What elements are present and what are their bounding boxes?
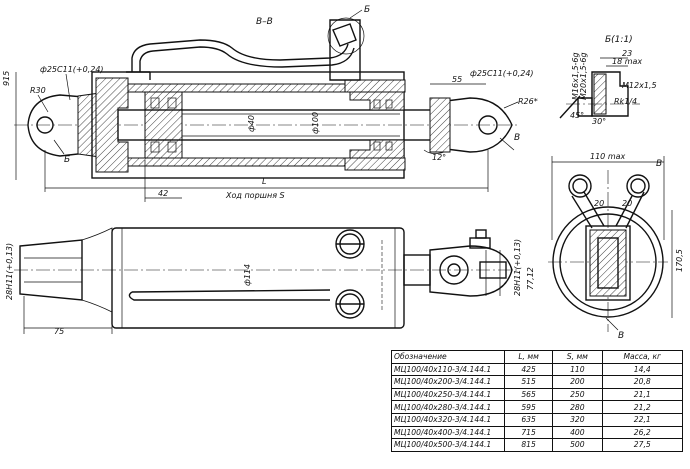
cell-mass: 21,2 xyxy=(601,400,683,414)
callout-b-label: Б xyxy=(364,5,370,15)
section-dimensions: 915 R30 ф25С11(+0,24) Б ф40 ф100 55 ф25С… xyxy=(2,65,538,202)
table-row: МЦ100/40х280-3/4.144.1 595 280 21,2 xyxy=(391,400,683,414)
cell-length: 815 xyxy=(503,438,554,452)
dim-r26: R26* xyxy=(518,97,538,106)
front-clevis xyxy=(429,229,513,297)
section-letter-front: В xyxy=(514,133,520,143)
cell-length: 715 xyxy=(503,425,554,440)
table-row: МЦ100/40х500-3/4.144.1 815 500 27,5 xyxy=(391,438,683,452)
rear-clevis xyxy=(19,239,83,301)
dim-dia100: ф100 xyxy=(311,112,320,134)
dim-12deg: 12° xyxy=(432,153,446,162)
cell-mass: 22,1 xyxy=(601,412,683,427)
det-45: 45° xyxy=(570,111,584,120)
det-rk: Rk1/4 xyxy=(614,97,637,106)
cell-length: 425 xyxy=(503,362,554,377)
dim-20a: 20 xyxy=(594,199,604,208)
cell-stroke: 110 xyxy=(552,362,603,377)
dim-915: 915 xyxy=(2,71,11,86)
front-view: ф114 28Н11(+0,13) 28Н11(+0,13) 77,12 75 xyxy=(5,227,535,336)
table-row: МЦ100/40х250-3/4.144.1 565 250 21,1 xyxy=(391,387,683,402)
dim-55: 55 xyxy=(452,75,462,84)
cell-length: 515 xyxy=(503,375,554,389)
dim-28-left: 28Н11(+0,13) xyxy=(5,243,14,300)
det-23: 23 xyxy=(622,49,632,58)
dim-dia40: ф40 xyxy=(247,115,256,132)
side-view: 110 max В 20 20 170,5 В xyxy=(548,152,684,341)
section-title: В–В xyxy=(256,17,273,27)
col-designation: Обозначение xyxy=(391,350,505,364)
det-18max: 18 max xyxy=(612,57,642,66)
table-header-row: Обозначение L, мм S, мм Масса, кг xyxy=(391,350,683,364)
front-eye: В xyxy=(429,97,520,153)
table-row: МЦ100/40х320-3/4.144.1 635 320 22,1 xyxy=(391,412,683,427)
cell-designation: МЦ100/40х320-3/4.144.1 xyxy=(391,412,505,427)
cell-stroke: 400 xyxy=(552,425,603,440)
dim-dia114: ф114 xyxy=(243,264,252,286)
det-m12: М12х1,5 xyxy=(622,81,657,90)
section-view: В–В xyxy=(2,5,538,202)
cell-mass: 26,2 xyxy=(601,425,683,440)
front-fittings xyxy=(335,229,383,319)
dim-75: 75 xyxy=(54,327,64,336)
cell-mass: 27,5 xyxy=(601,438,683,452)
oil-pipe xyxy=(126,39,355,80)
cell-designation: МЦ100/40х500-3/4.144.1 xyxy=(391,438,505,452)
dim-stroke: Ход поршня S xyxy=(225,191,285,200)
cell-stroke: 500 xyxy=(552,438,603,452)
cylinder-barrel xyxy=(91,71,439,179)
dim-77: 77,12 xyxy=(526,267,535,290)
table-row: МЦ100/40х200-3/4.144.1 515 200 20,8 xyxy=(391,375,683,389)
cell-stroke: 280 xyxy=(552,400,603,414)
col-mass: Масса, кг xyxy=(601,350,683,364)
cell-designation: МЦ100/40х200-3/4.144.1 xyxy=(391,375,505,389)
cell-mass: 20,8 xyxy=(601,375,683,389)
det-m16: М16х1,5-6g xyxy=(571,52,580,100)
col-stroke: S, мм xyxy=(552,350,603,364)
detail-title: Б(1:1) xyxy=(605,35,633,45)
callout-b-rear: Б xyxy=(64,155,70,165)
cell-length: 595 xyxy=(503,400,554,414)
dim-dia25-right: ф25С11(+0,24) xyxy=(470,69,534,78)
table-row: МЦ100/40х110-3/4.144.1 425 110 14,4 xyxy=(391,362,683,377)
table-row: МЦ100/40х400-3/4.144.1 715 400 26,2 xyxy=(391,425,683,440)
dim-110max: 110 max xyxy=(590,152,626,161)
det-30: 30° xyxy=(592,117,606,126)
cell-length: 565 xyxy=(503,387,554,402)
section-letter-top: В xyxy=(656,159,662,169)
section-letter-bottom: В xyxy=(618,331,624,341)
cell-designation: МЦ100/40х280-3/4.144.1 xyxy=(391,400,505,414)
dim-dia25-left: ф25С11(+0,24) xyxy=(40,65,104,74)
dim-20b: 20 xyxy=(622,199,632,208)
det-m20: М20х1,5-6g xyxy=(579,52,588,100)
cell-mass: 21,1 xyxy=(601,387,683,402)
cell-designation: МЦ100/40х400-3/4.144.1 xyxy=(391,425,505,440)
cell-stroke: 250 xyxy=(552,387,603,402)
cell-mass: 14,4 xyxy=(601,362,683,377)
cell-designation: МЦ100/40х110-3/4.144.1 xyxy=(391,362,505,377)
fitting: Б xyxy=(327,5,370,81)
cell-designation: МЦ100/40х250-3/4.144.1 xyxy=(391,387,505,402)
cell-stroke: 200 xyxy=(552,375,603,389)
cell-length: 635 xyxy=(503,412,554,427)
dim-170: 170,5 xyxy=(675,249,684,272)
col-length: L, мм xyxy=(503,350,554,364)
front-pipe xyxy=(128,291,330,301)
dim-L: L xyxy=(262,177,266,186)
dim-28-right: 28Н11(+0,13) xyxy=(513,239,522,296)
spec-table: Обозначение L, мм S, мм Масса, кг МЦ100/… xyxy=(391,350,683,452)
dim-r30: R30 xyxy=(30,86,46,95)
dim-42: 42 xyxy=(158,189,168,198)
cell-stroke: 320 xyxy=(552,412,603,427)
detail-view: Б(1:1) 23 18 max М20х1,5-6g М16х1,5-6g М… xyxy=(559,35,657,126)
